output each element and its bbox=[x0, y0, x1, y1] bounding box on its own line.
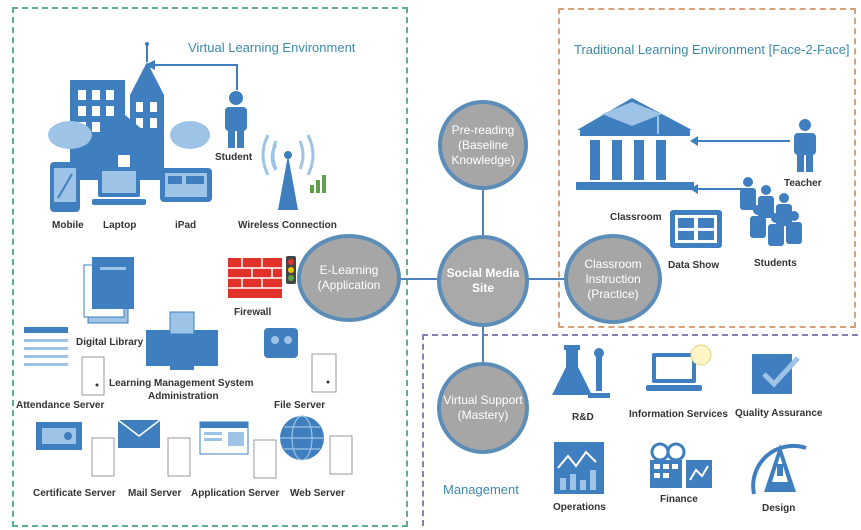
circle-line: Knowledge) bbox=[451, 152, 515, 167]
attendance-server-icon bbox=[81, 356, 105, 396]
teacher-arrow bbox=[690, 136, 790, 146]
laptop-label: Laptop bbox=[103, 220, 137, 231]
ipad-label: iPad bbox=[175, 220, 197, 231]
teacher-label: Teacher bbox=[784, 178, 822, 189]
virtual-learning-environment-region bbox=[12, 7, 408, 527]
circle-line: Social Media bbox=[446, 266, 520, 280]
web-server-icon bbox=[280, 415, 353, 475]
research-flask-icon bbox=[552, 345, 610, 398]
traditional-learning-environment-region bbox=[558, 8, 856, 328]
finance-icon bbox=[650, 442, 712, 488]
student-label: Student bbox=[215, 152, 253, 163]
information-services-label: Information Services bbox=[629, 409, 728, 420]
design-compass-icon bbox=[751, 443, 807, 495]
circle-line: (Practice) bbox=[587, 286, 639, 301]
digital-library-icon bbox=[83, 257, 134, 324]
wireless-connection-label: Wireless Connection bbox=[238, 220, 337, 231]
vle-title: Virtual Learning Environment bbox=[188, 40, 356, 55]
teacher-icon bbox=[794, 119, 816, 172]
rd-label: R&D bbox=[572, 412, 594, 423]
quality-assurance-label: Quality Assurance bbox=[735, 408, 823, 419]
operations-label: Operations bbox=[553, 502, 606, 513]
firewall-label: Firewall bbox=[234, 307, 272, 318]
lms-server-cluster-icon bbox=[146, 311, 218, 370]
application-server-label: Application Server bbox=[191, 488, 280, 499]
finance-label: Finance bbox=[660, 494, 698, 505]
design-label: Design bbox=[762, 503, 796, 514]
attendance-server-label: Attendance Server bbox=[16, 400, 105, 411]
circle-line: Virtual Support bbox=[443, 393, 523, 407]
firewall-icon bbox=[228, 256, 296, 298]
data-show-label: Data Show bbox=[668, 260, 720, 271]
lms-admin-label: Administration bbox=[148, 391, 219, 402]
wireless-tower-icon bbox=[261, 134, 326, 210]
data-show-icon bbox=[670, 210, 722, 248]
mail-server-icon bbox=[117, 419, 191, 477]
file-server-label: File Server bbox=[274, 400, 326, 411]
laptop-icon bbox=[92, 167, 146, 205]
web-server-label: Web Server bbox=[290, 488, 345, 499]
ipad-icon bbox=[160, 168, 212, 202]
digital-library-label: Digital Library bbox=[76, 337, 144, 348]
connector-prereading bbox=[482, 190, 484, 236]
classroom-label: Classroom bbox=[610, 212, 662, 223]
mobile-label: Mobile bbox=[52, 220, 84, 231]
operations-chart-icon bbox=[554, 442, 604, 494]
virtual-support-circle: Virtual Support(Mastery) bbox=[437, 362, 529, 454]
remote-user-icon bbox=[264, 328, 337, 393]
connector-virtual bbox=[482, 322, 484, 362]
application-server-icon bbox=[199, 421, 277, 479]
connector-classroom bbox=[526, 278, 564, 280]
tle-title: Traditional Learning Environment [Face-2… bbox=[574, 42, 850, 57]
management-title: Management bbox=[443, 482, 519, 497]
circle-line: Pre-reading bbox=[451, 122, 515, 137]
mail-server-label: Mail Server bbox=[128, 488, 182, 499]
lms-label: Learning Management System bbox=[109, 378, 254, 389]
classroom-building-icon bbox=[576, 98, 694, 190]
circle-line: Site bbox=[471, 281, 494, 295]
students-group-icon bbox=[740, 177, 802, 246]
circle-line: Classroom bbox=[584, 256, 642, 271]
student-icon bbox=[225, 91, 247, 148]
management-region bbox=[422, 334, 858, 526]
document-list-icon bbox=[24, 327, 68, 366]
mobile-icon bbox=[50, 162, 80, 212]
quality-assurance-icon bbox=[752, 354, 800, 394]
circle-line: Instruction bbox=[585, 271, 641, 286]
city-buildings-icon bbox=[48, 42, 210, 180]
connector-elearning bbox=[400, 278, 440, 280]
student-arrow bbox=[145, 60, 238, 90]
information-services-icon bbox=[646, 344, 712, 391]
circle-line: E-Learning bbox=[319, 263, 379, 277]
circle-line: (Baseline bbox=[457, 137, 509, 152]
certificate-server-label: Certificate Server bbox=[33, 488, 116, 499]
students-label: Students bbox=[754, 258, 797, 269]
circle-line: (Mastery) bbox=[457, 408, 509, 422]
circle-line: (Application bbox=[317, 278, 381, 292]
certificate-server-icon bbox=[36, 422, 115, 477]
elearning-circle: E-Learning(Application bbox=[297, 234, 401, 322]
